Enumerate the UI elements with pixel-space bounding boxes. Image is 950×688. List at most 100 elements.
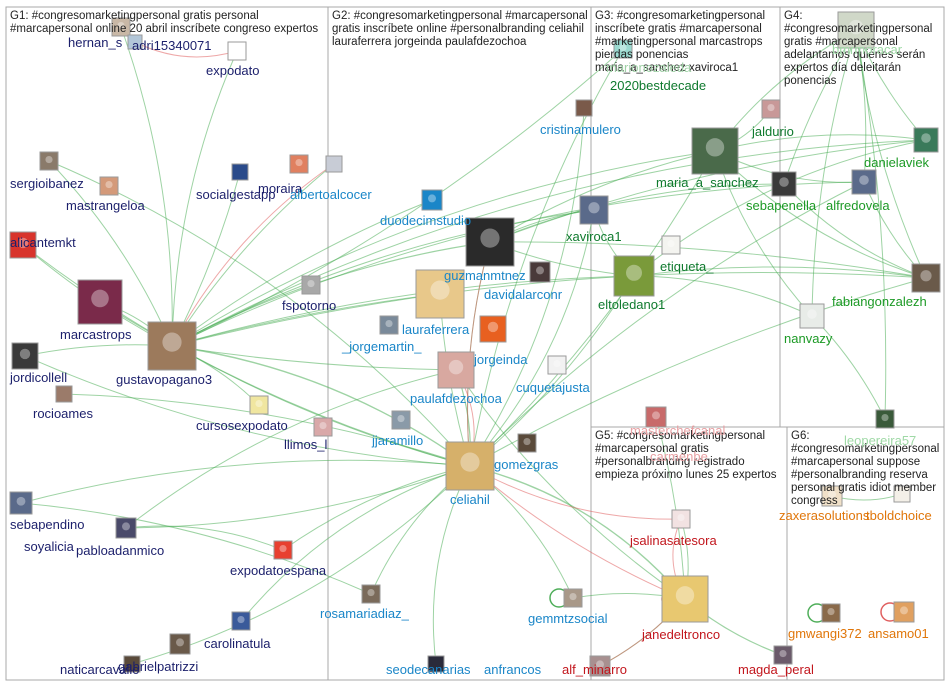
node-label-magda_peral[interactable]: magda_peral	[738, 662, 814, 677]
node-label-anfrancos[interactable]: anfrancos	[484, 662, 542, 677]
avatar-magda_peral[interactable]	[773, 645, 793, 665]
avatar-pabloadanmico[interactable]	[115, 517, 137, 539]
node-label-etiqueta[interactable]: etiqueta_	[660, 259, 714, 274]
avatar-nanvazy[interactable]	[799, 303, 825, 329]
node-label-danielaviek[interactable]: danielaviek	[864, 155, 930, 170]
node-label-adri[interactable]: adri15340071	[132, 38, 212, 53]
node-label-alfredovela[interactable]: alfredovela	[826, 198, 890, 213]
avatar-masterchefcanal[interactable]	[645, 406, 667, 428]
node-label-guzmanmtnez[interactable]: guzmanmtnez	[444, 268, 526, 283]
node-label-jordicollell[interactable]: jordicollell	[10, 370, 68, 385]
avatar-jsalinasatesora[interactable]	[671, 509, 691, 529]
node-label-alf_minarro[interactable]: alf_minarro	[562, 662, 628, 677]
node-label-alicantemkt[interactable]: alicantemkt	[10, 235, 76, 250]
node-label-hernan[interactable]: hernan_s	[68, 35, 123, 50]
avatar-jaldurio[interactable]	[761, 99, 781, 119]
node-label-jorgemartin[interactable]: _jorgemartin_	[342, 339, 422, 354]
node-label-jsalinasatesora[interactable]: jsalinasatesora	[630, 533, 717, 548]
avatar-jjaramillo[interactable]	[391, 410, 411, 430]
node-label-bmrmoracar[interactable]: bmrmoracar	[832, 42, 903, 57]
node-label-zaxerasolutions[interactable]: zaxerasolutions	[779, 508, 870, 523]
avatar-tboldchoice[interactable]	[893, 485, 911, 503]
node-label-jaldurio[interactable]: jaldurio	[752, 124, 794, 139]
avatar-paulafdezochoa[interactable]	[437, 351, 475, 389]
avatar-jorgemartin[interactable]	[379, 315, 399, 335]
avatar-carolinatula[interactable]	[231, 611, 251, 631]
avatar-rocioames[interactable]	[55, 385, 73, 403]
node-label-expodatoespana[interactable]: expodatoespana	[230, 563, 327, 578]
avatar-marionozaleda[interactable]	[613, 39, 633, 59]
node-label-eltoledano1[interactable]: eltoledano1	[598, 297, 666, 312]
avatar-llimos[interactable]	[313, 417, 333, 437]
avatar-cursosexpodato[interactable]	[249, 395, 269, 415]
node-label-leopereira57[interactable]: leopereira57	[844, 433, 917, 448]
node-label-nanvazy[interactable]: nanvazy	[784, 331, 833, 346]
avatar-guzmanmtnez[interactable]	[465, 217, 515, 267]
avatar-jordicollell[interactable]	[11, 342, 39, 370]
avatar-alicantemkt[interactable]	[9, 231, 37, 259]
avatar-eltoledano1[interactable]	[613, 255, 655, 297]
avatar-rosamariadiaz[interactable]	[361, 584, 381, 604]
node-label-davidalarconr[interactable]: davidalarconr	[484, 287, 563, 302]
node-label-celiahil[interactable]: celiahil	[450, 492, 490, 507]
avatar-lauraferrera[interactable]	[415, 269, 465, 319]
node-label-ansamo01[interactable]: ansamo01	[868, 626, 929, 641]
avatar-alf_minarro[interactable]	[589, 655, 611, 677]
avatar-davidalarconr[interactable]	[529, 261, 551, 283]
node-label-naticarcavallo[interactable]: naticarcavallo	[60, 662, 140, 677]
node-label-marionozaleda[interactable]: marionozaleda	[606, 60, 692, 75]
node-label-duodecimstudio[interactable]: duodecimstudio	[380, 213, 472, 228]
avatar-naticarcavallo[interactable]	[123, 655, 141, 673]
avatar-sebapenella[interactable]	[771, 171, 797, 197]
avatar-mastrangeloa[interactable]	[99, 176, 119, 196]
avatar-gemmtzsocial[interactable]	[563, 588, 583, 608]
node-label-paulafdezochoa[interactable]: paulafdezochoa	[410, 391, 502, 406]
avatar-seodecanarias[interactable]	[427, 655, 445, 673]
avatar-ansamo01[interactable]	[893, 601, 915, 623]
avatar-etiqueta[interactable]	[661, 235, 681, 255]
avatar-albertoalcocer[interactable]	[325, 155, 343, 173]
avatar-gmwangi372[interactable]	[821, 603, 841, 623]
avatar-xaviroca1[interactable]	[579, 195, 609, 225]
avatar-hernan[interactable]	[111, 17, 131, 37]
avatar-gustavopagano3[interactable]	[147, 321, 197, 371]
node-label-pabloadanmico[interactable]: pabloadanmico	[76, 543, 165, 558]
node-label-albertoalcocer[interactable]: albertoalcocer	[290, 187, 372, 202]
node-label-lauraferrera[interactable]: lauraferrera	[402, 322, 470, 337]
avatar-socialgestapp[interactable]	[231, 163, 249, 181]
node-label-maria_a_sanchez[interactable]: maria_a_sanchez	[656, 175, 759, 190]
avatar-zaxerasolutions[interactable]	[821, 485, 843, 507]
avatar-marcastrops[interactable]	[77, 279, 123, 325]
avatar-cuquetajusta[interactable]	[547, 355, 567, 375]
avatar-expodatoespana[interactable]	[273, 540, 293, 560]
node-label-fabiangonzalezh[interactable]: fabiangonzalezh	[832, 294, 927, 309]
avatar-jorgeinda[interactable]	[479, 315, 507, 343]
avatar-leopereira57[interactable]	[875, 409, 895, 429]
node-label-jorgeinda[interactable]: jorgeinda	[474, 352, 528, 367]
node-label-moraira[interactable]: moraira	[258, 181, 303, 196]
avatar-fspotorno[interactable]	[301, 275, 321, 295]
node-label-socialgestapp[interactable]: socialgestapp	[196, 187, 276, 202]
node-label-masterchefcanal[interactable]: masterchefcanal	[630, 423, 726, 438]
node-label-llimos[interactable]: llimos_l	[284, 437, 328, 452]
avatar-duodecimstudio[interactable]	[421, 189, 443, 211]
avatar-sergioibanez[interactable]	[39, 151, 59, 171]
avatar-gabrielpatrizzi[interactable]	[169, 633, 191, 655]
node-label-janedeltronco[interactable]: janedeltronco	[642, 627, 721, 642]
avatar-celiahil[interactable]	[445, 441, 495, 491]
avatar-maria_a_sanchez[interactable]	[691, 127, 739, 175]
node-label-marcastrops[interactable]: marcastrops	[60, 327, 132, 342]
avatar-fabiangonzalezh[interactable]	[911, 263, 941, 293]
avatar-alfredovela[interactable]	[851, 169, 877, 195]
node-label-tboldchoice[interactable]: tboldchoice	[866, 508, 932, 523]
node-label-sebapendino[interactable]: sebapendino	[10, 517, 85, 532]
avatar-bmrmoracar[interactable]	[837, 11, 875, 49]
node-label-gustavopagano3[interactable]: gustavopagano3	[116, 372, 213, 387]
node-label-gabrielpatrizzi[interactable]: gabrielpatrizzi	[118, 659, 199, 674]
node-label-xaviroca1[interactable]: xaviroca1	[566, 229, 622, 244]
avatar-cristinamulero[interactable]	[575, 99, 593, 117]
avatar-expodato[interactable]	[227, 41, 247, 61]
node-label-rocioames[interactable]: rocioames	[33, 406, 93, 421]
node-label-2020bestdecade[interactable]: 2020bestdecade	[610, 78, 707, 93]
avatar-gomezgras[interactable]	[517, 433, 537, 453]
